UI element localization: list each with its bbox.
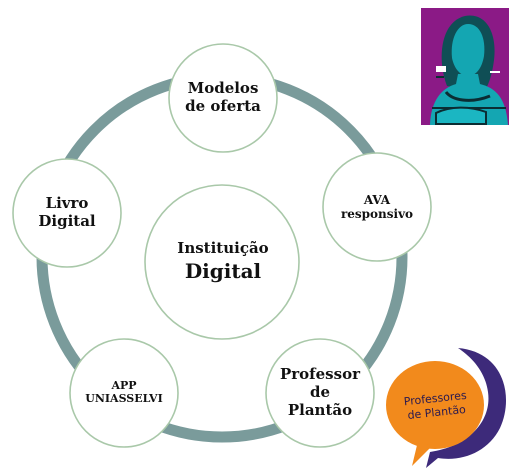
node-ava-line2: responsivo [340,207,414,221]
node-app-line2: UNIASSELVI [85,392,163,405]
node-circle-livro [12,158,122,268]
node-livro-label: Livro Digital [17,186,117,240]
center-line2: Digital [184,259,262,283]
node-livro-line2: Digital [38,212,96,230]
center-line1: Instituição [177,239,269,257]
node-circle-ava [322,152,432,262]
node-professor-line1: Professor [280,365,360,384]
node-modelos-line2: de oferta [185,97,261,115]
node-circle-modelos [168,43,278,153]
center-circle [144,184,300,340]
node-livro-line1: Livro [45,194,89,213]
mona-lisa-pop-art-icon [421,8,509,125]
node-circle-app [69,338,179,448]
node-professor-line2: de [309,383,331,402]
node-professor-label: Professor de Plantão [270,360,370,426]
node-ava-line1: AVA [363,192,391,207]
speech-bubble-badge-icon [386,348,507,468]
node-app-label: APP UNIASSELVI [74,370,174,416]
badge-label: Professores de Plantão [390,380,482,433]
node-app-line1: APP [111,379,137,393]
node-modelos-line1: Modelos [187,79,259,98]
node-ava-label: AVA responsivo [327,183,427,231]
node-professor-line3: Plantão [287,400,353,419]
center-label: Instituição Digital [148,196,298,326]
node-circle-professor [265,338,375,448]
node-modelos-label: Modelos de oferta [173,70,273,126]
